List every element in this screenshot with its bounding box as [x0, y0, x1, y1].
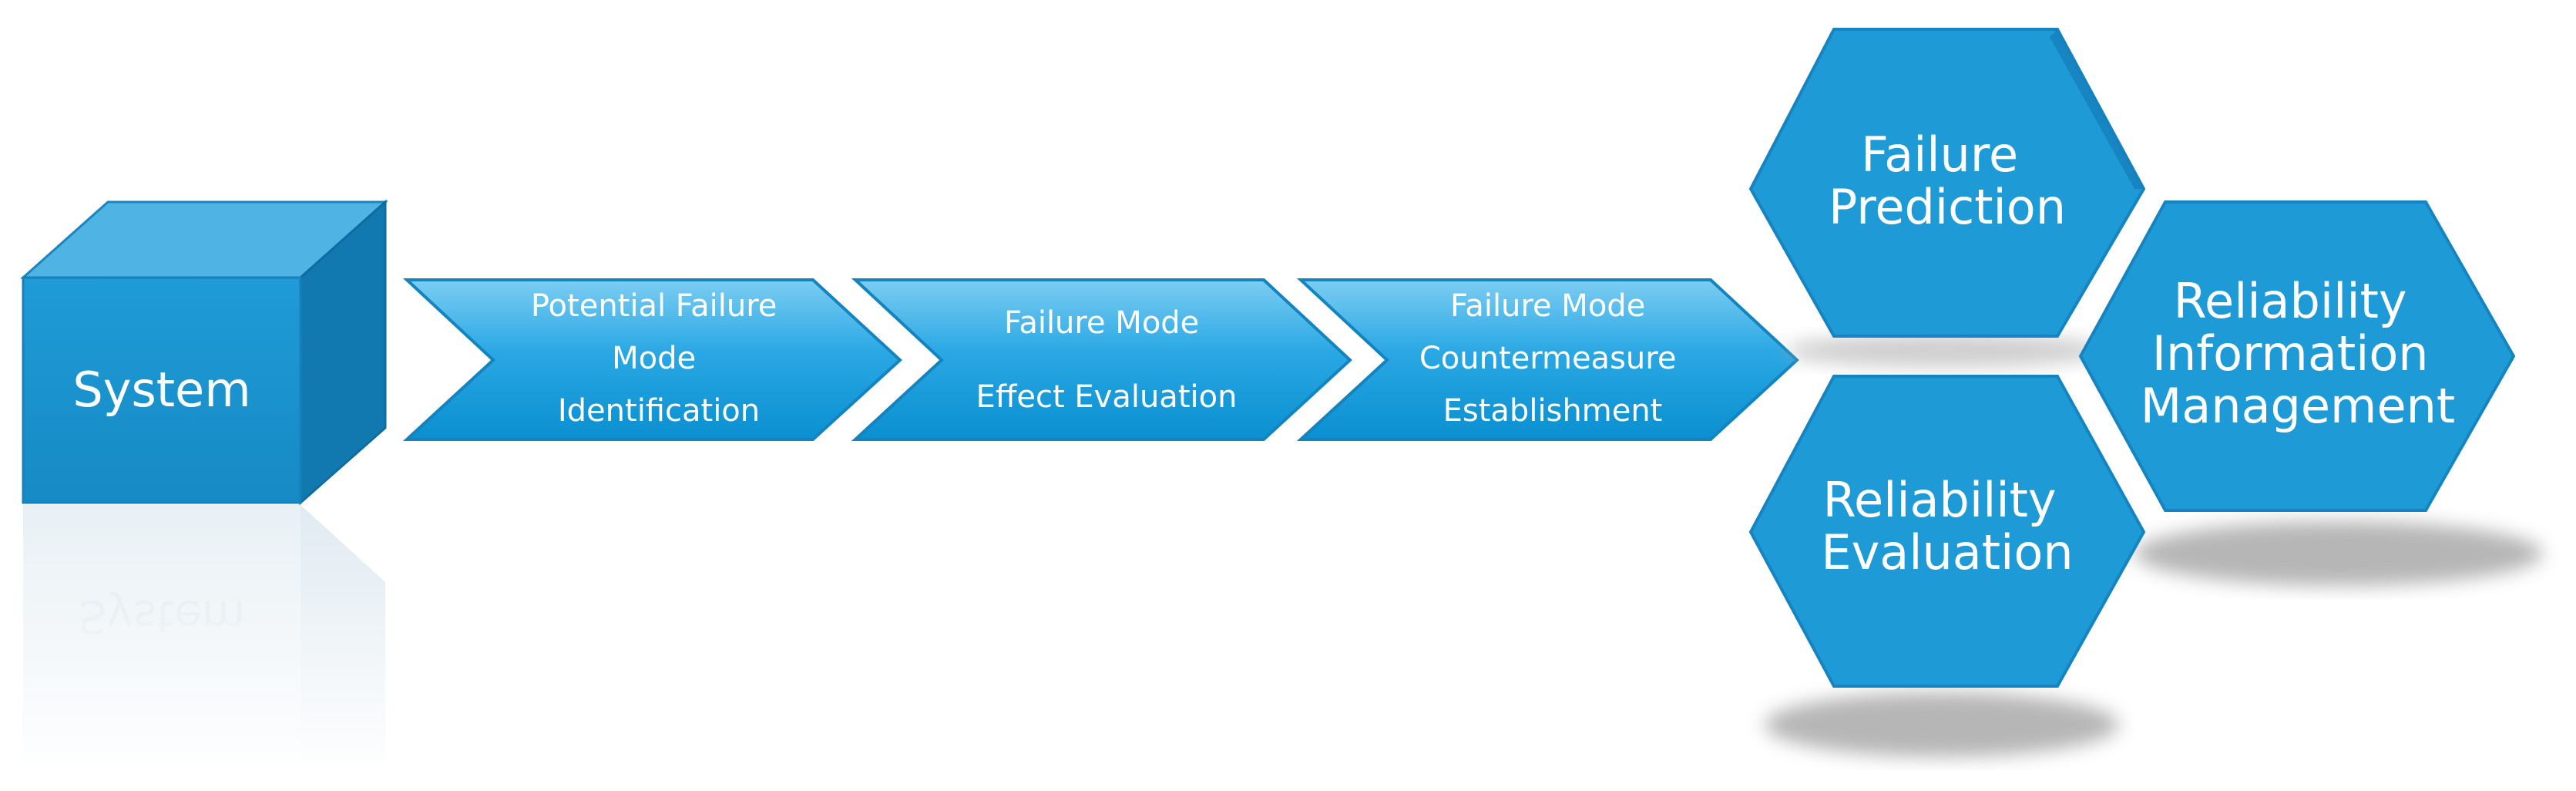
hexagon-2-shadow	[1765, 692, 2119, 757]
hexagon-2-line-1: Reliability	[1823, 472, 2057, 528]
hexagon-3-line-3: Management	[2141, 378, 2455, 434]
step-3-line-1: Failure Mode	[1450, 288, 1645, 324]
process-step-3: Failure Mode Countermeasure Establishmen…	[1296, 278, 1799, 441]
svg-text:Failure Prediction: Failure Prediction	[1829, 126, 2066, 235]
step-2-line-1: Failure Mode	[1004, 305, 1199, 341]
step-2-line-2: Effect Evaluation	[976, 379, 1238, 415]
hexagon-1-shadow	[1784, 334, 2107, 368]
svg-text:Reliability Evaluation: Reliability Evaluation	[1821, 472, 2073, 581]
hexagon-failure-prediction: Failure Prediction	[1748, 28, 2146, 338]
process-step-2: Failure Mode Effect Evaluation	[851, 278, 1352, 441]
process-step-1: Potential Failure Mode Identification	[402, 278, 902, 441]
hexagon-3-line-1: Reliability	[2174, 273, 2407, 329]
step-3-line-3: Establishment	[1443, 393, 1663, 429]
hexagon-reliability-evaluation: Reliability Evaluation	[1748, 375, 2146, 688]
hexagon-3-shadow	[2134, 521, 2543, 586]
svg-text:Failure Mode Effect Ev: Failure Mode Effect Evaluation	[976, 305, 1238, 415]
cube-front-face	[22, 276, 302, 504]
system-cube: System	[20, 199, 388, 506]
system-label: System	[72, 362, 250, 418]
hexagon-1-line-1: Failure	[1861, 126, 2018, 183]
hexagon-2-line-2: Evaluation	[1821, 524, 2073, 581]
svg-text:Reliability Informatio: Reliability Information Management	[2141, 273, 2455, 434]
step-1-line-3: Identification	[558, 393, 760, 429]
step-1-line-1: Potential Failure	[531, 288, 778, 324]
hexagon-reliability-information-management: Reliability Information Management	[2078, 200, 2516, 512]
svg-text:Failure Mode Counterme: Failure Mode Countermeasure Establishmen…	[1419, 288, 1686, 429]
step-3-line-2: Countermeasure	[1419, 341, 1677, 376]
system-cube-reflection: System	[15, 501, 401, 779]
hexagon-1-line-2: Prediction	[1829, 179, 2066, 235]
step-1-line-2: Mode	[612, 341, 696, 376]
svg-text:Potential Failure Mode: Potential Failure Mode Identification	[531, 288, 787, 429]
hexagon-3-line-2: Information	[2152, 325, 2429, 382]
